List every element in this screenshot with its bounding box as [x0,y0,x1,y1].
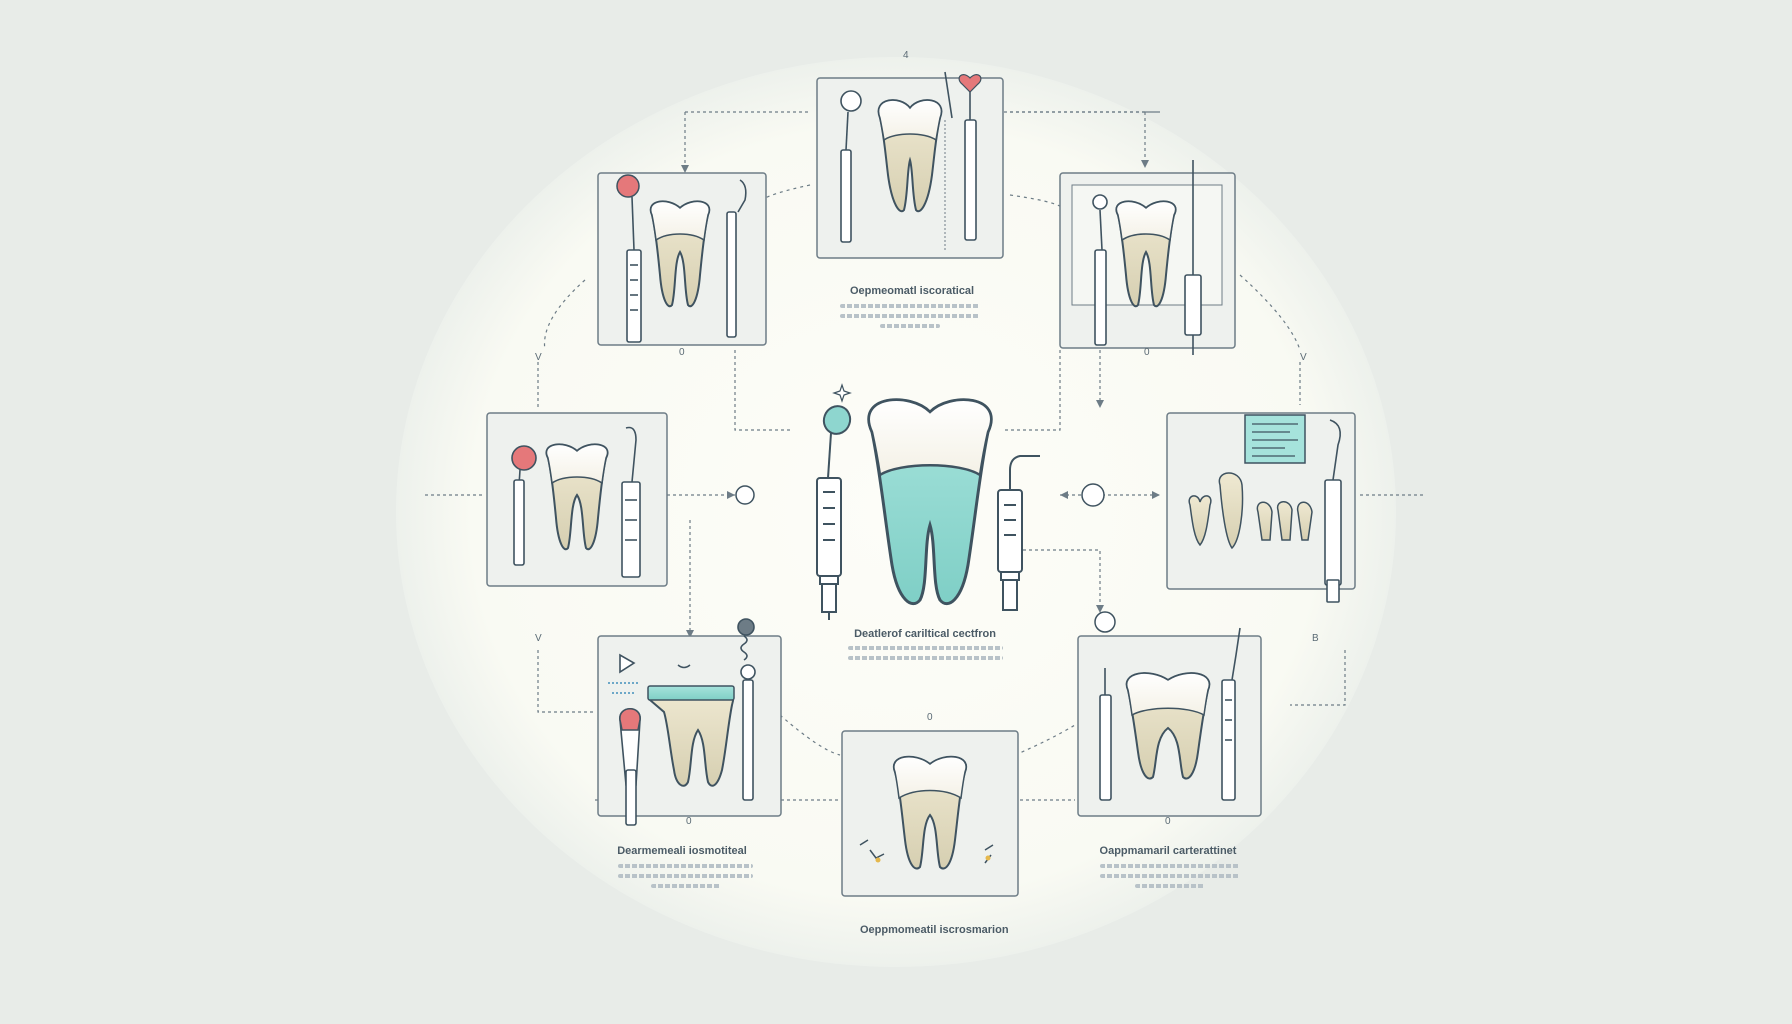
side-marker-right: B [1312,633,1319,644]
marker-top: 4 [903,50,909,61]
red-mirror-icon [616,174,640,198]
tooth-with-forceps-and-syringe-icon [1071,160,1223,355]
tooth-with-mirror-and-syringe-icon [616,174,747,343]
marker-bottom-right: 0 [1165,816,1171,827]
marker-bottom: 0 [927,712,933,723]
crown-restoration-icon [608,618,756,826]
marker-bottom-left: 0 [686,816,692,827]
x-ray-screen-icon [1244,414,1306,464]
tooth-with-probe-and-scaler-icon [1099,627,1241,801]
marker-top-left: 0 [679,347,685,358]
sparkle-icon [832,383,852,403]
syringe-icon [816,477,842,620]
marker-mid-left: V [535,352,542,363]
heart-icon [958,74,982,93]
side-marker-left: V [535,633,542,644]
center-tooth-group [816,383,1040,620]
caption-top-title: Oepmeomatl iscoratical [850,285,975,297]
dental-mirror-icon [822,405,852,479]
tooth-with-mirror-and-probe-icon [840,71,982,252]
x-ray-and-teeth-icon [1188,414,1342,603]
caption-top-lines [840,298,980,328]
scaler-icon [997,455,1040,611]
tooth-with-mirror-and-scaler-icon [511,426,641,578]
caption-center-title: Deatlerof cariltical cectfron [854,628,996,640]
panel-mid-right [1166,412,1356,590]
tooth-with-brackets-icon [859,755,994,870]
caption-bottom-left-title: Dearmemeali iosmotiteal [617,845,747,857]
side-marker-top-right: V [1300,352,1307,363]
marker-top-right: 0 [1144,347,1150,358]
caption-bottom-right-title: Oappmamaril carterattinet [1099,845,1237,857]
axis-nodes [735,483,1116,669]
connector-lines [425,111,1425,801]
caption-bottom-title: Oeppmomeatil iscrosmarion [860,924,1009,936]
caption-bottom-right-lines [1100,858,1240,888]
caption-bottom-left-lines [618,858,753,888]
play-icon [619,653,636,674]
caption-center-lines [848,640,1003,660]
cycle-arcs [543,184,1301,756]
panel-top [816,77,1004,259]
